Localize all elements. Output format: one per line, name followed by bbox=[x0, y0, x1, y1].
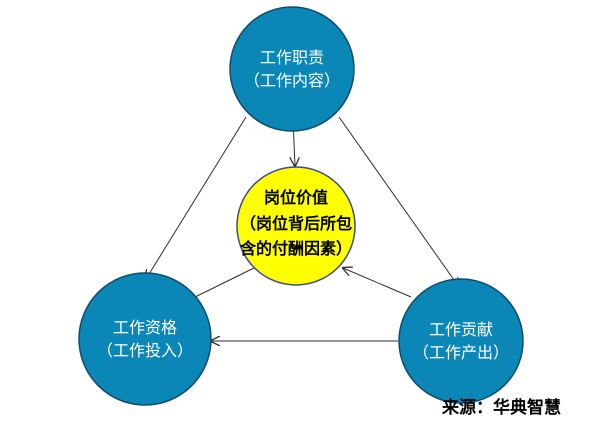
connector-lines bbox=[146, 116, 459, 341]
node-value-line1: 岗位价值 bbox=[264, 188, 328, 207]
arrow-responsibility-to-contribution bbox=[338, 116, 459, 287]
arrow-responsibility-to-qualification bbox=[146, 116, 247, 279]
node-value-circle bbox=[236, 166, 356, 286]
line-value-to-qualification bbox=[190, 267, 255, 300]
node-qualification-line1: 工作资格 bbox=[113, 318, 177, 337]
node-qualification: 工作资格 （工作投入） bbox=[78, 272, 212, 406]
node-responsibility-circle bbox=[229, 6, 355, 132]
source-caption: 来源：华典智慧 bbox=[441, 397, 561, 418]
node-contribution: 工作贡献 （工作产出） bbox=[398, 278, 524, 404]
node-responsibility-line2: （工作内容） bbox=[244, 71, 340, 90]
node-responsibility: 工作职责 （工作内容） bbox=[229, 6, 355, 132]
arrow-contribution-to-value bbox=[343, 268, 412, 298]
node-qualification-circle bbox=[78, 272, 212, 406]
node-contribution-line2: （工作产出） bbox=[413, 343, 509, 362]
node-value-line3: 含的付酬因素） bbox=[240, 239, 352, 258]
node-value: 岗位价值 （岗位背后所包 含的付酬因素） bbox=[236, 166, 356, 286]
node-responsibility-line1: 工作职责 bbox=[260, 48, 324, 67]
node-value-line2: （岗位背后所包 bbox=[240, 214, 352, 233]
node-contribution-line1: 工作贡献 bbox=[429, 320, 493, 339]
node-qualification-line2: （工作投入） bbox=[97, 341, 193, 360]
node-contribution-circle bbox=[398, 278, 524, 404]
